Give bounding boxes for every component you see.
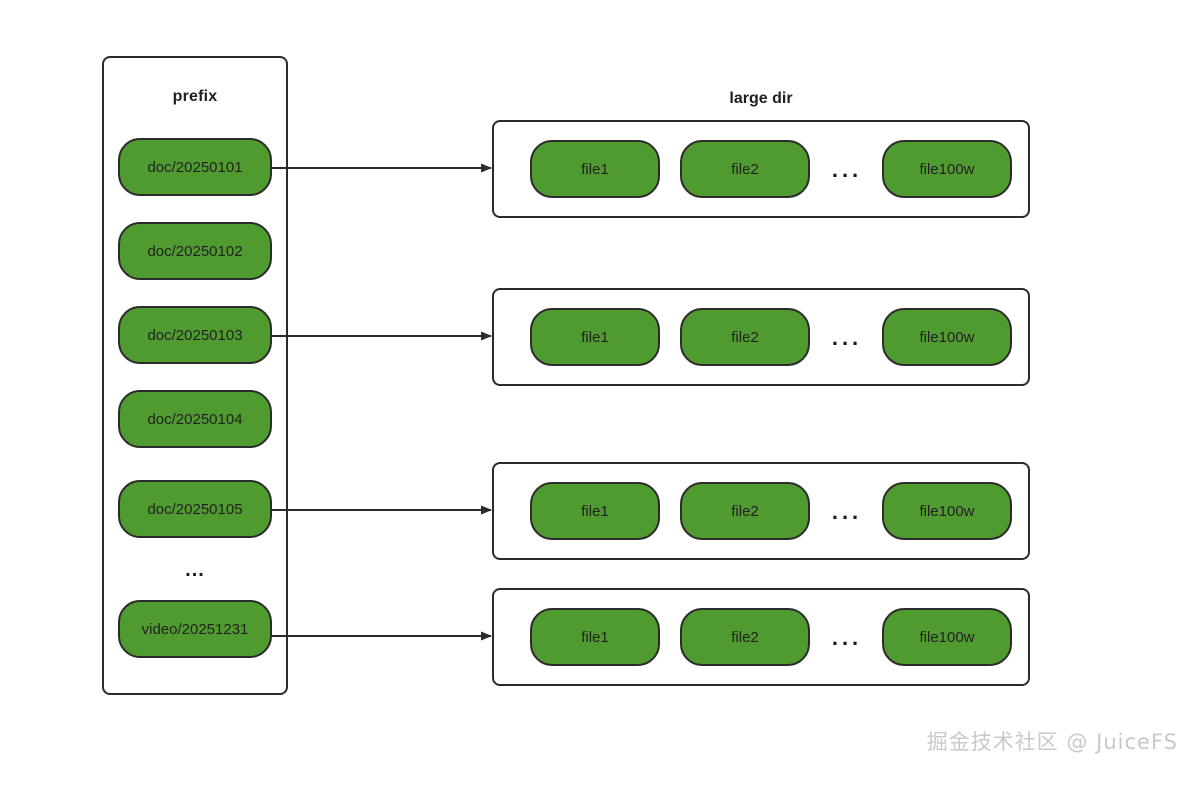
file-pill-label: file1 — [581, 502, 609, 520]
file-pill-file1[interactable]: file1 — [530, 482, 660, 540]
prefix-item-doc-20250101[interactable]: doc/20250101 — [118, 138, 272, 196]
file-pill-label: file100w — [919, 160, 975, 178]
file-pill-label: file1 — [581, 628, 609, 646]
file-pill-file1[interactable]: file1 — [530, 140, 660, 198]
file-pill-file100w[interactable]: file100w — [882, 608, 1012, 666]
file-pill-file2[interactable]: file2 — [680, 140, 810, 198]
prefix-item-label: doc/20250103 — [147, 326, 243, 344]
file-pill-label: file2 — [731, 502, 759, 520]
file-pill-label: file100w — [919, 628, 975, 646]
prefix-item-label: video/20251231 — [141, 620, 249, 638]
file-pill-file1[interactable]: file1 — [530, 308, 660, 366]
file-pill-file1[interactable]: file1 — [530, 608, 660, 666]
prefix-title: prefix — [172, 88, 218, 105]
file-pill-file100w[interactable]: file100w — [882, 482, 1012, 540]
row-ellipsis: ... — [831, 499, 863, 524]
prefix-item-label: doc/20250102 — [147, 242, 243, 260]
file-pill-file2[interactable]: file2 — [680, 608, 810, 666]
watermark: 掘金技术社区 @ JuiceFS — [926, 730, 1178, 754]
file-pill-file100w[interactable]: file100w — [882, 140, 1012, 198]
row-ellipsis: ... — [831, 157, 863, 182]
prefix-item-label: doc/20250101 — [147, 158, 243, 176]
file-pill-label: file1 — [581, 160, 609, 178]
file-pill-label: file100w — [919, 502, 975, 520]
prefix-item-video-20251231[interactable]: video/20251231 — [118, 600, 272, 658]
file-pill-label: file2 — [731, 160, 759, 178]
file-pill-label: file100w — [919, 328, 975, 346]
row-ellipsis: ... — [831, 625, 863, 650]
file-pill-label: file1 — [581, 328, 609, 346]
prefix-ellipsis: ... — [185, 559, 205, 581]
prefix-item-label: doc/20250105 — [147, 500, 243, 518]
prefix-item-label: doc/20250104 — [147, 410, 243, 428]
file-pill-label: file2 — [731, 628, 759, 646]
prefix-item-doc-20250104[interactable]: doc/20250104 — [118, 390, 272, 448]
file-pill-file2[interactable]: file2 — [680, 482, 810, 540]
row-ellipsis: ... — [831, 325, 863, 350]
prefix-item-doc-20250102[interactable]: doc/20250102 — [118, 222, 272, 280]
file-pill-label: file2 — [731, 328, 759, 346]
prefix-item-doc-20250105[interactable]: doc/20250105 — [118, 480, 272, 538]
file-pill-file2[interactable]: file2 — [680, 308, 810, 366]
large-dir-title: large dir — [729, 90, 793, 107]
file-pill-file100w[interactable]: file100w — [882, 308, 1012, 366]
prefix-item-doc-20250103[interactable]: doc/20250103 — [118, 306, 272, 364]
